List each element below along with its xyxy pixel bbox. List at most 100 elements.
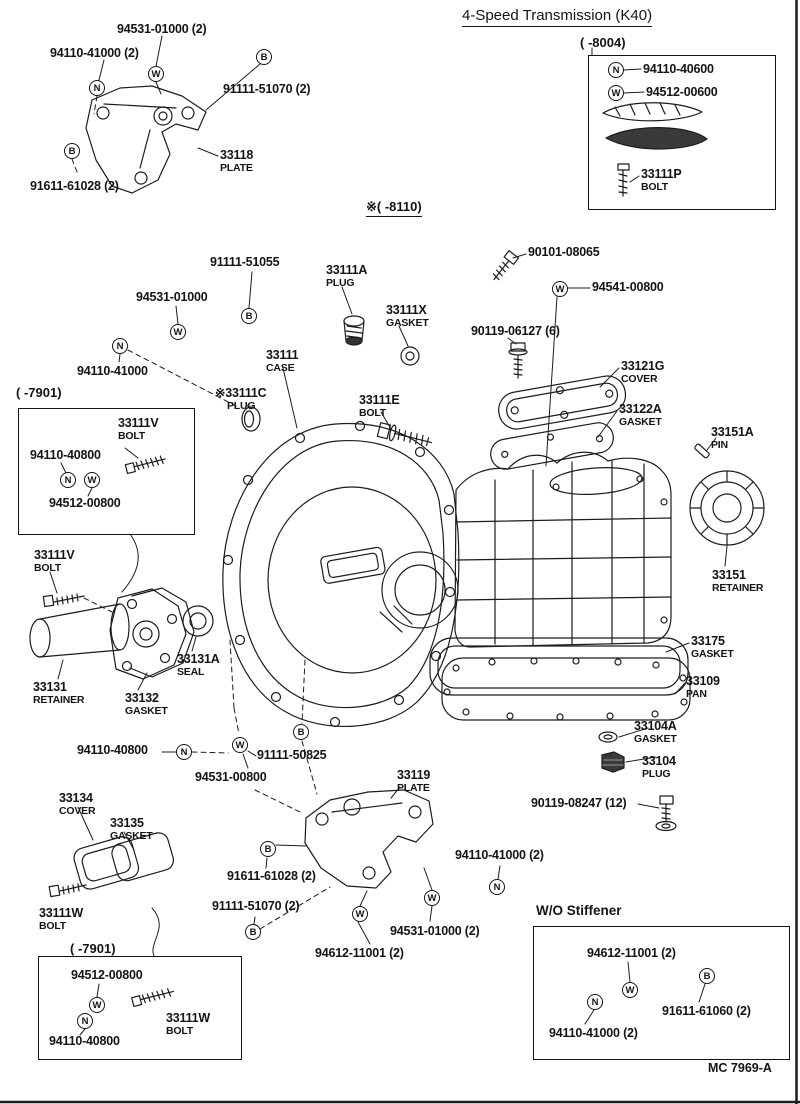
part-label-94512-00800-inset: 94512-00800	[49, 496, 121, 510]
part-label-94512-00600: 94512-00600	[646, 85, 718, 99]
bolt-33111W-icon	[48, 883, 87, 898]
gasket-shapes-drawing	[602, 102, 708, 150]
fastener-badge-W: W	[352, 906, 368, 922]
plug-33104-icon	[601, 751, 625, 773]
fastener-badge-W: W	[608, 85, 624, 101]
part-label-94110-41000-top: 94110-41000 (2)	[50, 46, 139, 60]
part-label-94531-00800: 94531-00800	[195, 770, 267, 784]
bolt-90119-06127-icon	[508, 342, 528, 379]
fastener-badge-N: N	[608, 62, 624, 78]
bolt-33111W-inset-icon	[131, 988, 175, 1008]
fastener-badge-W: W	[424, 890, 440, 906]
part-label-94110-40800-bottom: 94110-40800	[77, 743, 148, 757]
bolt-33111V-icon	[42, 593, 85, 608]
fastener-badge-B: B	[293, 724, 309, 740]
pin-33151A-icon	[694, 443, 710, 459]
part-label-91111-50825: 91111-50825	[257, 748, 327, 762]
part-label-90119-06127: 90119-06127 (6)	[471, 324, 560, 338]
fastener-badge-N: N	[89, 80, 105, 96]
fastener-badge-B: B	[260, 841, 276, 857]
front-retainer-33131-drawing	[29, 588, 187, 680]
fastener-badge-N: N	[60, 472, 76, 488]
bell-housing-drawing	[222, 420, 460, 728]
part-label-94541-00800: 94541-00800	[592, 280, 664, 294]
wo-stiffener-title: W/O Stiffener	[536, 903, 622, 918]
inset-box-wo-stiffener	[533, 926, 790, 1060]
dashed-lines	[71, 95, 331, 930]
note-8110: ※( -8110)	[366, 199, 422, 217]
gasket-33132-drawing	[129, 587, 195, 678]
range-label-7901-mid: ( -7901)	[16, 385, 62, 400]
gasket-33135-drawing	[111, 832, 175, 882]
fastener-badge-W: W	[89, 997, 105, 1013]
fastener-badge-W: W	[232, 737, 248, 753]
gasket-33104A-icon	[598, 731, 618, 743]
plug-33111C-icon	[241, 406, 261, 432]
part-label-94531-01000-mid: 94531-01000	[136, 290, 208, 304]
part-label-94110-41000-mid: 94110-41000	[77, 364, 148, 378]
fastener-badge-W: W	[170, 324, 186, 340]
fastener-badge-N: N	[489, 879, 505, 895]
part-label-91611-61028-top: 91611-61028 (2)	[30, 179, 119, 193]
retainer-33151-drawing	[689, 470, 765, 546]
range-label-8004: ( -8004)	[580, 35, 626, 50]
part-label-94612-11001-wos: 94612-11001 (2)	[587, 946, 676, 960]
bolt-90101-icon	[492, 250, 520, 281]
part-label-94531-01000-bottom: 94531-01000 (2)	[390, 924, 480, 938]
bolt-33111V-inset-icon	[124, 455, 166, 475]
inset-box-7901-bottom	[38, 956, 242, 1060]
fastener-badge-N: N	[112, 338, 128, 354]
bolt-33111P-icon	[617, 163, 630, 197]
gasket-33122A-drawing	[490, 422, 614, 470]
fastener-badge-N: N	[587, 994, 603, 1010]
part-label-94110-40800-inset: 94110-40800	[30, 448, 101, 462]
fastener-badge-W: W	[552, 281, 568, 297]
part-label-91111-51055: 91111-51055	[210, 255, 280, 269]
cover-33121G-drawing	[498, 375, 627, 430]
gasket-33111X-icon	[400, 346, 420, 366]
bolt-90119-08247-icon	[655, 795, 677, 832]
fastener-badge-B: B	[64, 143, 80, 159]
part-label-94531-01000-top: 94531-01000 (2)	[117, 22, 207, 36]
part-label-94110-41000-bottom: 94110-41000 (2)	[455, 848, 544, 862]
part-label-90119-08247: 90119-08247 (12)	[531, 796, 627, 810]
bolt-33111E-icon	[376, 422, 433, 447]
part-label-94612-11001: 94612-11001 (2)	[315, 946, 404, 960]
part-label-91611-61060: 91611-61060 (2)	[662, 1004, 751, 1018]
fastener-badge-W: W	[148, 66, 164, 82]
inset-box-8004	[588, 55, 776, 210]
part-label-91611-61028-bottom: 91611-61028 (2)	[227, 869, 316, 883]
part-label-91111-51070-top: 91111-51070 (2)	[223, 82, 311, 96]
seal-33131A-icon	[182, 605, 214, 637]
fastener-badge-B: B	[241, 308, 257, 324]
part-label-94512-00800-bottom: 94512-00800	[71, 968, 143, 982]
bracket-33119-drawing	[304, 789, 434, 889]
fastener-badge-B: B	[256, 49, 272, 65]
footer-code: MC 7969-A	[708, 1061, 772, 1075]
fastener-badge-W: W	[622, 982, 638, 998]
